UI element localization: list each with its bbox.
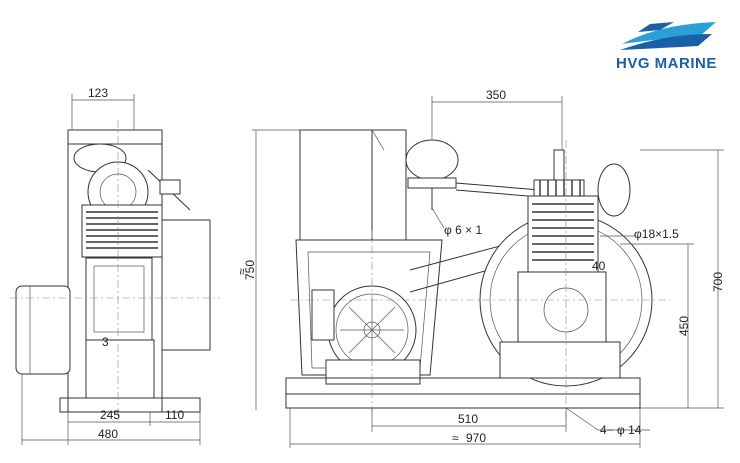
dim-side-width-top: 123: [88, 86, 108, 100]
dim-flange-spec: φ18×1.5: [634, 227, 679, 241]
front-view: ≈ 750: [235, 88, 725, 448]
label-3: 3: [102, 335, 109, 349]
dim-side-base-left: 245: [100, 408, 120, 422]
dim-total-length: 970: [466, 431, 486, 445]
side-cylinder-fins: [86, 211, 158, 249]
dim-height-450: 450: [677, 316, 691, 336]
dim-base-span: 510: [458, 412, 478, 426]
dim-height-700: 700: [711, 272, 725, 292]
dim-pipe-spec: φ 6 × 1: [444, 223, 482, 237]
dim-side-base-right: 110: [165, 408, 184, 422]
dim-side-total: 480: [98, 427, 118, 441]
dim-total-length-prefix: ≈: [452, 431, 459, 445]
dim-tank-offset: 350: [486, 88, 506, 102]
dim-bolt-holes: 4− φ 14: [600, 423, 642, 437]
dim-spec-40: 40: [592, 259, 606, 273]
front-cylinder-fins: [532, 203, 594, 261]
side-view: 123 245 110 480 3: [10, 86, 220, 445]
dim-height-overall: 750: [243, 260, 257, 280]
brand-name: HVG MARINE: [616, 55, 717, 72]
brand-logo: [620, 22, 716, 50]
dim-height-overall-prefix: ≈: [235, 268, 249, 275]
ship-icon: [620, 22, 716, 50]
